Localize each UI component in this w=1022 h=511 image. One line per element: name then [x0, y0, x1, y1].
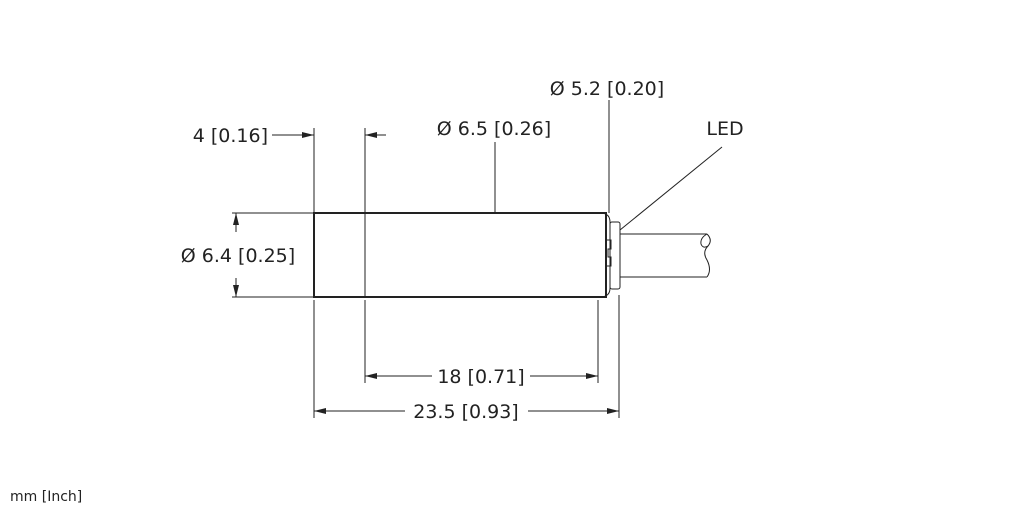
body-diameter-label: Ø 6.5 [0.26] [437, 118, 551, 140]
led-callout: LED [619, 118, 744, 231]
body-diameter-callout: Ø 6.5 [0.26] [437, 118, 551, 213]
total-length-dimension: 23.5 [0.93] [313, 295, 620, 423]
body-length-label: 18 [0.71] [437, 366, 524, 388]
face-diameter-dimension: Ø 6.4 [0.25] [181, 212, 314, 298]
face-length-label: 4 [0.16] [193, 125, 268, 147]
cable [620, 233, 711, 278]
body-length-dimension: 18 [0.71] [364, 300, 599, 388]
face-length-dimension: 4 [0.16] [193, 125, 386, 213]
face-diameter-label: Ø 6.4 [0.25] [181, 245, 295, 267]
total-length-label: 23.5 [0.93] [413, 401, 518, 423]
sensor-body [313, 212, 611, 298]
sensor-end-cap [607, 221, 621, 290]
units-note: mm [Inch] [10, 489, 82, 505]
cap-diameter-label: Ø 5.2 [0.20] [550, 78, 664, 100]
cap-diameter-callout: Ø 5.2 [0.20] [550, 78, 664, 213]
led-label: LED [706, 118, 743, 140]
